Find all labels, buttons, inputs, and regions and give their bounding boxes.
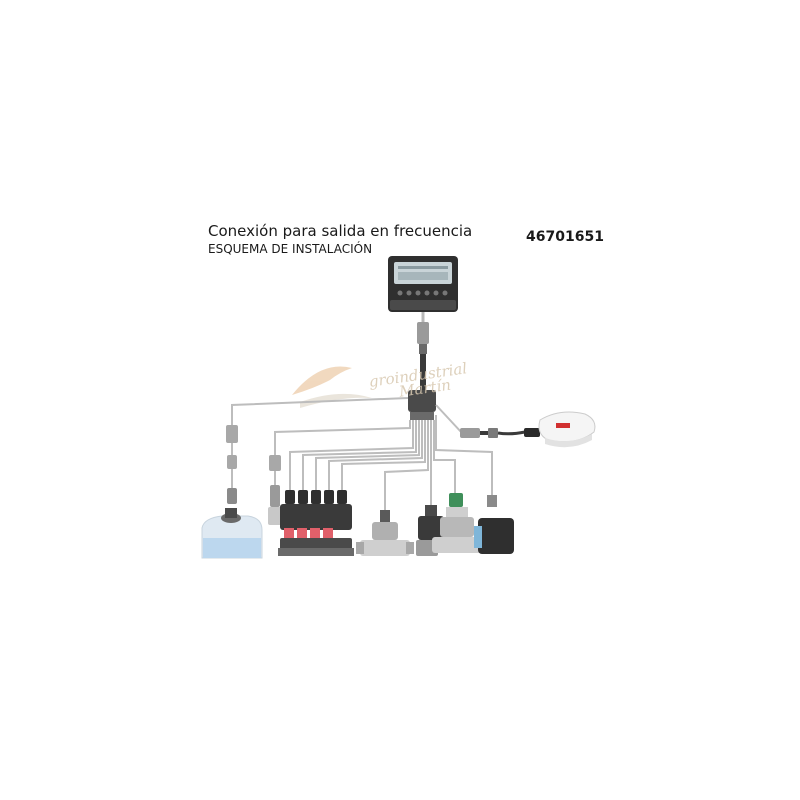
junction-hub (408, 390, 436, 420)
main-valve (432, 493, 484, 553)
pressure-sensor (268, 455, 282, 525)
diagram-subtitle: ESQUEMA DE INSTALACIÓN (208, 242, 373, 256)
pump-motor (474, 495, 514, 554)
regulating-valve (416, 505, 444, 556)
diagram-title: Conexión para salida en frecuencia (208, 222, 473, 240)
flow-meter (356, 510, 414, 556)
gps-antenna (538, 411, 596, 448)
frequency-output-cable (460, 428, 540, 438)
controller-device (388, 256, 458, 312)
distribution-cables (231, 397, 493, 510)
section-valve-block (278, 490, 354, 556)
tank-connector (226, 425, 238, 504)
watermark-logo (292, 366, 372, 408)
product-code: 46701651 (526, 229, 604, 245)
water-tank (201, 508, 263, 559)
main-connector (417, 322, 429, 390)
